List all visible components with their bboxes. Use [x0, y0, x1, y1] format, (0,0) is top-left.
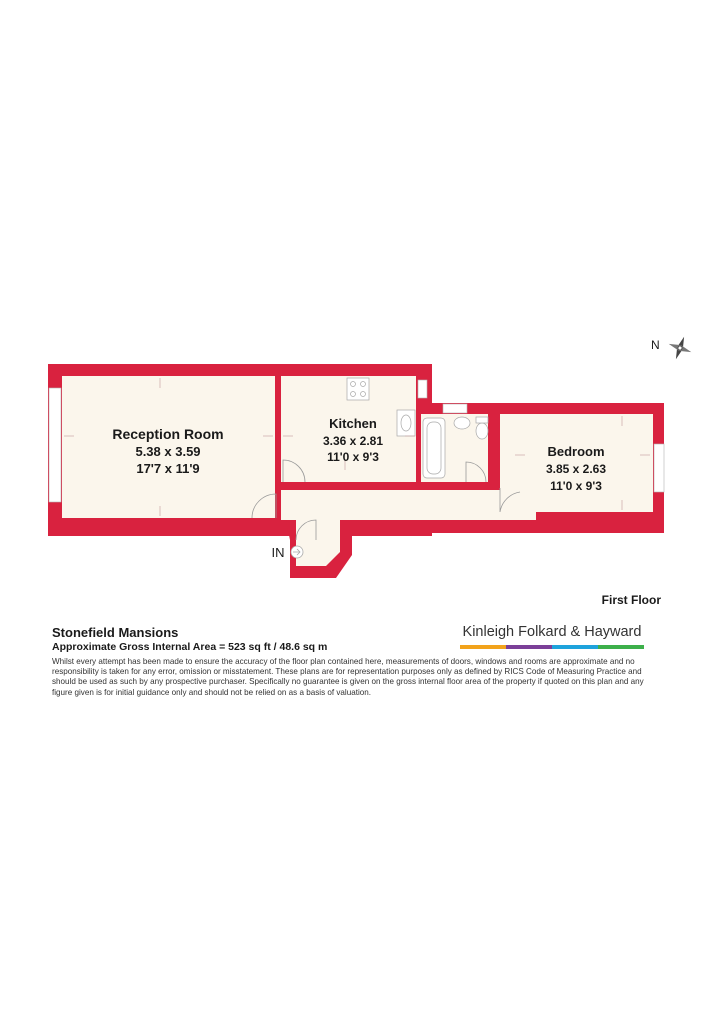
room-name: Kitchen: [329, 416, 377, 431]
measurement-arrows: [64, 378, 650, 516]
floor-plan: Reception Room 5.38 x 3.59 17'7 x 11'9 K…: [48, 336, 692, 578]
kitchen-door: [282, 459, 306, 483]
room-metric: 3.85 x 2.63: [546, 462, 606, 476]
kitchen-window: [417, 379, 428, 399]
logo-bar-segment: [598, 645, 644, 649]
room-label-reception: Reception Room 5.38 x 3.59 17'7 x 11'9: [112, 426, 223, 476]
logo-bar-segment: [552, 645, 598, 649]
room-name: Reception Room: [112, 426, 223, 442]
room-label-kitchen: Kitchen 3.36 x 2.81 11'0 x 9'3: [323, 416, 383, 464]
logo-bar-segment: [460, 645, 506, 649]
entrance-label: IN: [272, 545, 285, 560]
reception-room-floor: [62, 376, 275, 518]
internal-walls: [275, 376, 653, 520]
bedroom-door: [499, 488, 521, 513]
bedroom-window: [653, 443, 665, 493]
hallway-floor: [281, 490, 536, 520]
gross-internal-area: Approximate Gross Internal Area = 523 sq…: [52, 641, 328, 653]
reception-window: [48, 387, 62, 503]
floor-label: First Floor: [601, 593, 661, 607]
building-name: Stonefield Mansions: [52, 625, 179, 640]
entrance-hall-floor: [296, 518, 340, 566]
logo-bar-segment: [506, 645, 552, 649]
room-name: Bedroom: [547, 444, 604, 459]
doors: [251, 459, 521, 541]
windows: [48, 379, 665, 503]
hob-icon: [346, 377, 370, 401]
fixtures: [346, 377, 489, 479]
entrance-marker: IN: [272, 545, 304, 560]
logo-color-bar: [460, 645, 644, 649]
room-label-bedroom: Bedroom 3.85 x 2.63 11'0 x 9'3: [546, 444, 606, 493]
room-metric: 3.36 x 2.81: [323, 434, 383, 448]
room-imperial: 11'0 x 9'3: [550, 479, 602, 493]
room-imperial: 17'7 x 11'9: [136, 461, 199, 476]
bathroom-door: [465, 461, 487, 483]
bathroom-window: [442, 403, 468, 414]
disclaimer-text: Whilst every attempt has been made to en…: [52, 657, 644, 697]
agent-name: Kinleigh Folkard & Hayward: [462, 624, 642, 640]
basin-icon: [453, 416, 471, 430]
toilet-icon: [475, 422, 489, 440]
compass-icon: [668, 336, 692, 360]
agent-logo: Kinleigh Folkard & Hayward: [460, 624, 644, 649]
reception-door: [251, 493, 277, 519]
room-imperial: 11'0 x 9'3: [327, 450, 379, 464]
room-metric: 5.38 x 3.59: [135, 444, 200, 459]
compass-north-label: N: [651, 338, 660, 352]
entrance-door: [295, 519, 317, 541]
